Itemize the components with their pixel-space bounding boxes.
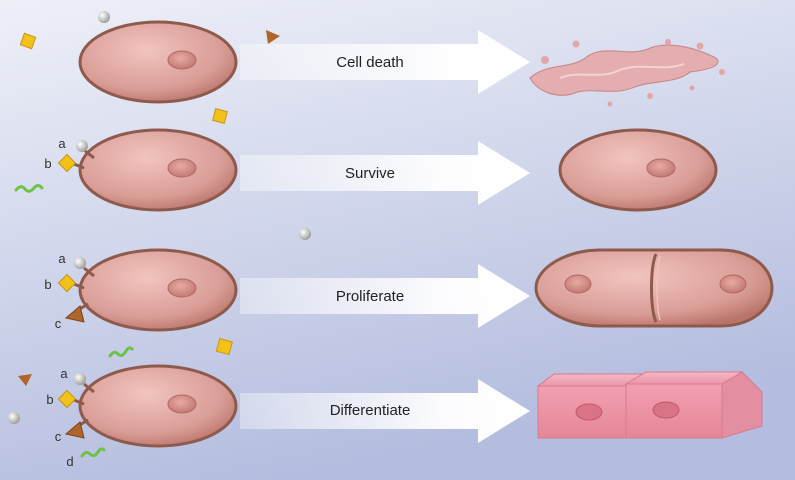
signal-squiggle-icon: [108, 346, 134, 358]
row-proliferate: Proliferate a b c: [44, 248, 774, 332]
receptor-b: [57, 273, 85, 293]
outcome-label-survive: Survive: [345, 165, 395, 182]
outcome-label-cell-death: Cell death: [336, 54, 404, 71]
signal-square-icon: [212, 108, 228, 124]
signal-triangle-icon: [266, 30, 280, 44]
receptor-a: [74, 373, 95, 394]
receptor-label-a: a: [58, 251, 66, 266]
outcome-label-proliferate: Proliferate: [336, 288, 404, 305]
arrow-cell-death: [240, 30, 530, 94]
cell-initial: [78, 20, 238, 104]
arrow-proliferate: [240, 264, 530, 328]
receptor-c: [64, 302, 89, 323]
receptor-label-c: c: [55, 429, 62, 444]
cell-initial: [78, 128, 238, 212]
receptor-label-b: b: [44, 156, 51, 171]
cell-survived: [558, 128, 718, 212]
outcome-label-differentiate: Differentiate: [330, 402, 411, 419]
signal-squiggle-icon: [14, 184, 44, 193]
receptor-label-c: c: [55, 316, 62, 331]
row-survive: Survive a b: [44, 128, 718, 212]
cell-initial: [78, 364, 238, 448]
receptor-label-b: b: [44, 277, 51, 292]
receptor-a: [76, 140, 95, 160]
receptor-d: [80, 447, 106, 458]
dead-cell-debris: [529, 39, 725, 107]
signal-ball-icon: [98, 11, 110, 23]
signal-ball-icon: [299, 228, 311, 240]
signal-square-icon: [215, 338, 233, 356]
free-signal-molecules: [8, 11, 311, 424]
receptor-b: [57, 389, 85, 409]
row-cell-death: Cell death: [78, 20, 725, 107]
row-differentiate: Differentiate: [46, 364, 763, 469]
receptor-b: [57, 153, 85, 173]
differentiated-cells: [536, 371, 763, 439]
signal-ball-icon: [8, 412, 20, 424]
dividing-cells: [534, 248, 774, 328]
arrow-differentiate: [240, 379, 530, 443]
signal-triangle-icon: [18, 374, 32, 386]
cell-initial: [78, 248, 238, 332]
receptor-c: [64, 418, 89, 439]
receptor-label-d: d: [66, 454, 73, 469]
receptor-label-a: a: [58, 136, 66, 151]
arrow-survive: [240, 141, 530, 205]
receptor-a: [74, 257, 95, 278]
receptor-label-a: a: [60, 366, 68, 381]
signal-square-icon: [19, 32, 37, 50]
receptor-label-b: b: [46, 392, 53, 407]
